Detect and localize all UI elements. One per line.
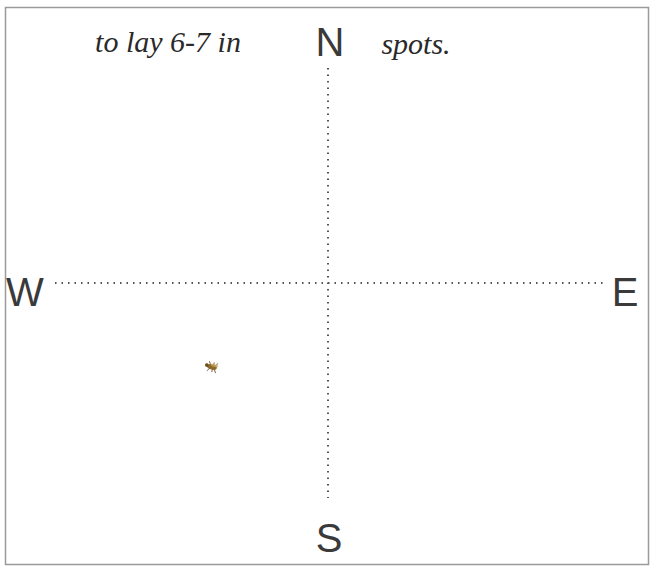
west-east-axis [55, 282, 606, 284]
compass-point: W [6, 272, 44, 312]
compass-point: S [316, 518, 343, 558]
frame-border [6, 8, 649, 565]
compass-point: E [612, 272, 639, 312]
handwritten-note: to lay 6-7 in [95, 27, 241, 57]
handwritten-note: spots. [381, 29, 450, 59]
compass-point: N [316, 22, 345, 62]
insect [204, 360, 219, 373]
